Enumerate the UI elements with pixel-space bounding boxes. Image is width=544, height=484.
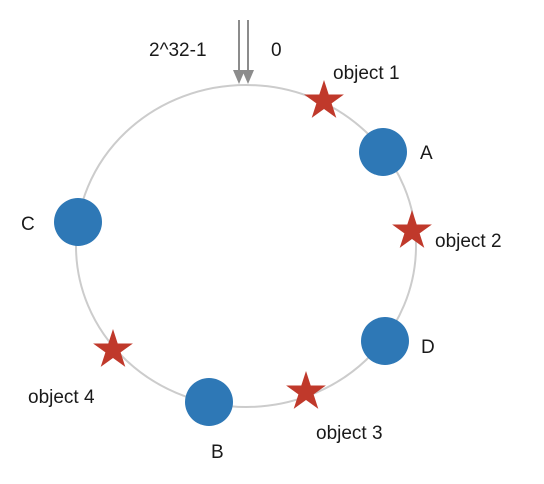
ring-origin-arrow-icon [233, 20, 254, 84]
object-4-star-icon [93, 329, 133, 367]
node-a-label: A [420, 143, 433, 164]
node-d-icon [361, 317, 409, 365]
node-c-icon [54, 198, 102, 246]
object-1-label: object 1 [333, 63, 400, 84]
node-b-icon [185, 378, 233, 426]
object-4-label: object 4 [28, 387, 95, 408]
hash-ring [75, 84, 417, 408]
object-2-star-icon [392, 210, 432, 248]
ring-max-label: 2^32-1 [149, 40, 207, 61]
object-3-star-icon [286, 371, 326, 409]
node-c-label: C [21, 214, 35, 235]
object-3-label: object 3 [316, 423, 383, 444]
object-1-star-icon [304, 80, 344, 118]
ring-zero-label: 0 [271, 40, 282, 61]
node-d-label: D [421, 337, 435, 358]
node-b-label: B [211, 442, 224, 463]
node-a-icon [359, 128, 407, 176]
object-2-label: object 2 [435, 231, 502, 252]
